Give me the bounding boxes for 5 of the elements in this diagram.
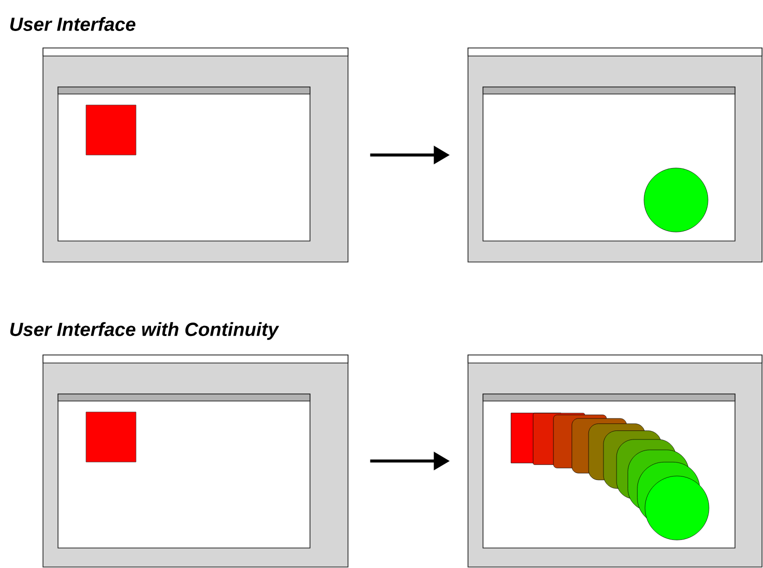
window-drawing — [42, 48, 348, 262]
heading: User Interface — [10, 17, 136, 31]
window-drawing — [468, 48, 762, 262]
window-drawing — [42, 354, 348, 568]
window-drawing — [468, 354, 762, 568]
